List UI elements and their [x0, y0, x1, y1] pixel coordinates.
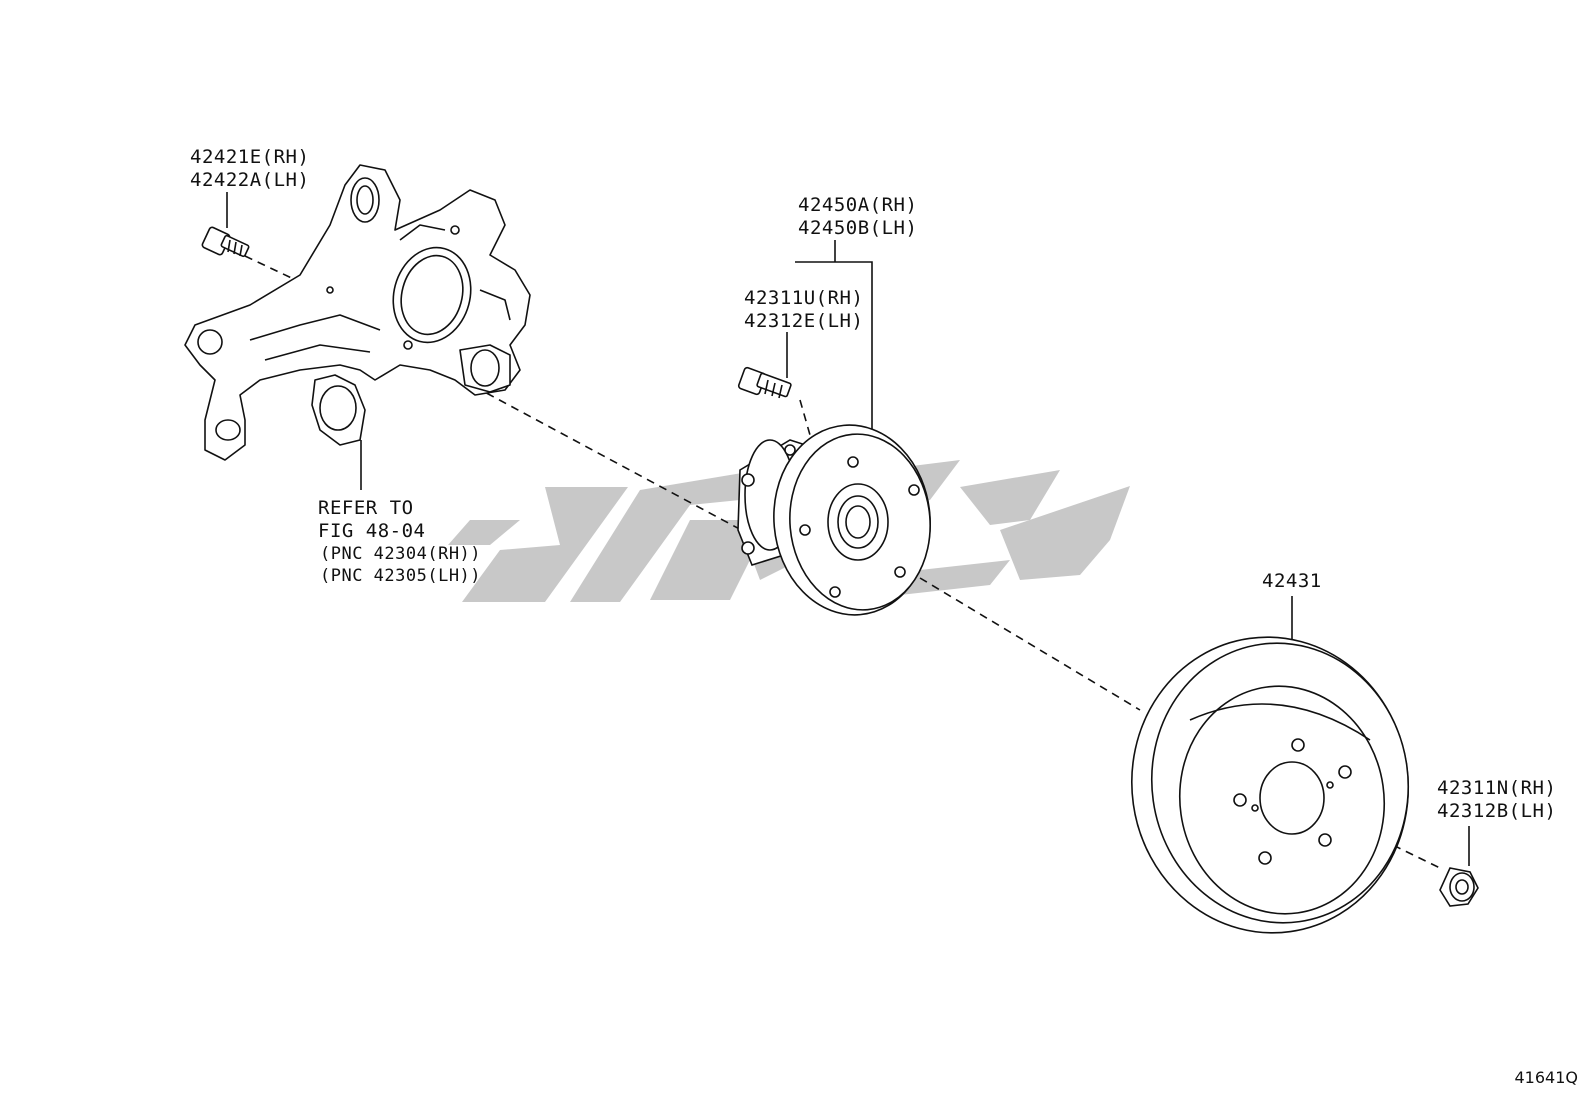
part-number-rh: 42421E(RH) [190, 146, 310, 168]
hub-nut-icon [1439, 867, 1479, 907]
refer-line-2: FIG 48-04 [318, 520, 426, 542]
hub-bolt-icon [737, 366, 792, 399]
refer-line-3: (PNC 42304(RH)) [320, 544, 482, 564]
label-hub-bolt: 42311U(RH) 42312E(LH) [744, 287, 863, 333]
part-number-rh: 42311N(RH) [1437, 777, 1557, 799]
brake-disc-icon [1130, 636, 1410, 934]
leader-lines [226, 192, 1470, 866]
part-number-lh: 42312B(LH) [1437, 800, 1557, 822]
part-number-lh: 42312E(LH) [744, 310, 864, 332]
label-refer-pnc: (PNC 42304(RH)) (PNC 42305(LH)) [320, 543, 481, 587]
part-number: 42431 [1262, 570, 1322, 592]
part-number-lh: 42422A(LH) [190, 169, 310, 191]
part-number-lh: 42450B(LH) [798, 217, 918, 239]
refer-line-4: (PNC 42305(LH)) [320, 566, 482, 586]
rear-axle-carrier-icon [184, 164, 531, 461]
hub-bearing-icon [737, 424, 931, 616]
label-disc: 42431 [1262, 570, 1322, 593]
label-hub-nut: 42311N(RH) 42312B(LH) [1437, 777, 1556, 823]
label-refer: REFER TO FIG 48-04 [318, 497, 425, 543]
figure-code: 41641Q [1514, 1068, 1579, 1087]
part-number-rh: 42311U(RH) [744, 287, 864, 309]
knuckle-bolt-icon [201, 226, 250, 258]
label-hub-bearing: 42450A(RH) 42450B(LH) [798, 194, 917, 240]
label-knuckle-bolt: 42421E(RH) 42422A(LH) [190, 146, 309, 192]
part-number-rh: 42450A(RH) [798, 194, 918, 216]
refer-line-1: REFER TO [318, 497, 414, 519]
